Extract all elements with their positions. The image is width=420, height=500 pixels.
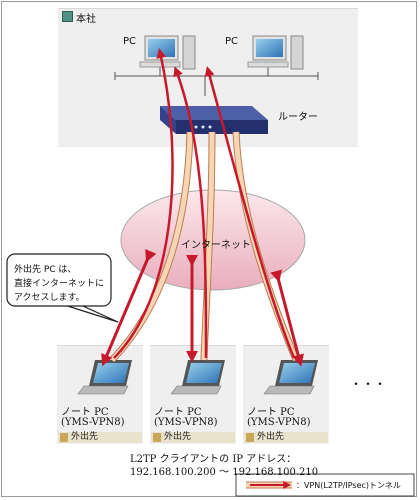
legend <box>235 473 415 497</box>
hq-title: 本社 <box>76 14 96 25</box>
direct-internet-arrow <box>101 249 157 367</box>
callout-line-1: 外出先 PC は、 <box>14 265 77 275</box>
laptop-icon <box>77 360 132 395</box>
internet-label: インターネット <box>181 240 251 251</box>
router-label: ルーター <box>278 112 318 123</box>
pc-label-left: PC <box>123 36 137 47</box>
legend-label: ：VPN(L2TP/IPsec)トンネル <box>296 481 401 490</box>
callout-line-3: アクセスします。 <box>14 293 85 303</box>
laptop-icon <box>263 360 318 395</box>
callout-line-2: 直接インターネットに <box>14 279 105 289</box>
desktop-pc-icon <box>139 35 196 70</box>
router-icon <box>160 106 268 134</box>
laptop-model-2: (YMS-VPN8) <box>154 417 218 428</box>
laptop-model-1: (YMS-VPN8) <box>61 417 125 428</box>
location-tag-1: 外出先 <box>58 432 142 443</box>
laptop-name-2: ノート PC <box>154 407 202 418</box>
laptop-name-3: ノート PC <box>247 407 295 418</box>
hq-marker-icon <box>62 11 73 22</box>
location-tag-3: 外出先 <box>244 432 328 443</box>
location-tag-2: 外出先 <box>151 432 235 443</box>
address-caption: L2TP クライアントの IP アドレス： <box>130 454 297 465</box>
more-ellipsis: ・・・ <box>350 377 387 391</box>
laptop-model-3: (YMS-VPN8) <box>247 417 311 428</box>
direct-internet-arrow <box>270 269 304 367</box>
address-range: 192.168.100.200 ～ 192.168.100.210 <box>130 467 319 478</box>
lan-segment <box>114 66 319 96</box>
tunnel-arrow <box>173 66 208 359</box>
desktop-pc-icon <box>247 35 304 70</box>
laptop-icon <box>170 360 225 395</box>
laptop-name-1: ノート PC <box>61 407 109 418</box>
pc-label-right: PC <box>225 36 239 47</box>
